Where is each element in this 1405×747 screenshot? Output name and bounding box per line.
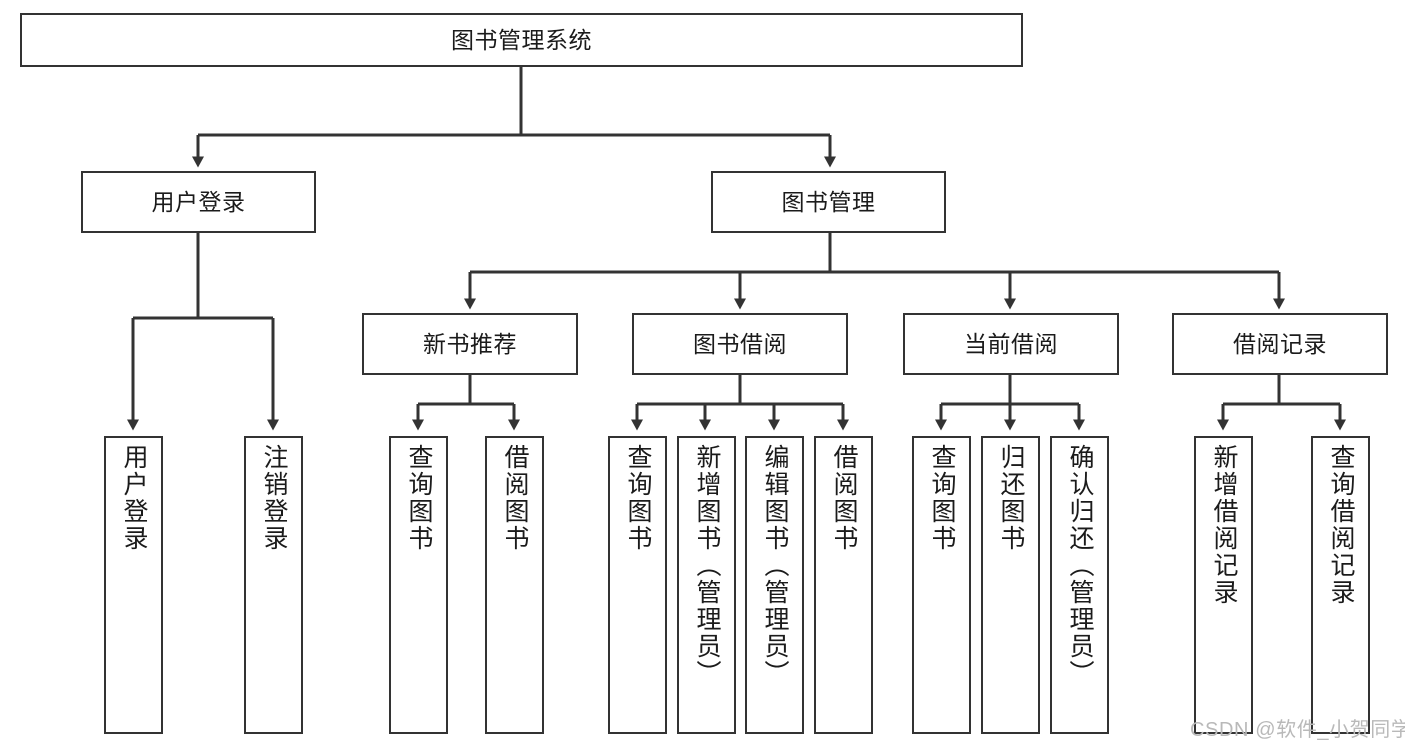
leaf-book-borrow-query-book[interactable]: 查询图书 [608,436,667,734]
node-user-login[interactable]: 用户登录 [81,171,316,233]
node-label: 新书推荐 [423,330,517,357]
leaf-book-borrow-borrow-book[interactable]: 借阅图书 [814,436,873,734]
node-label: 新增图书（管理员） [693,444,721,687]
leaf-user-login-logout[interactable]: 注销登录 [244,436,303,734]
node-root-book-management-system[interactable]: 图书管理系统 [20,13,1023,67]
leaf-current-borrow-confirm-return-admin[interactable]: 确认归还（管理员） [1050,436,1109,734]
node-label: 用户登录 [120,444,148,552]
node-label: 借阅图书 [501,444,529,552]
node-label: 图书管理系统 [451,26,592,53]
node-label: 图书管理 [781,188,876,215]
node-label: 确认归还（管理员） [1066,444,1094,687]
leaf-current-borrow-return-book[interactable]: 归还图书 [981,436,1040,734]
node-label: 借阅图书 [830,444,858,552]
node-label: 图书借阅 [693,330,787,357]
node-current-borrow[interactable]: 当前借阅 [903,313,1119,375]
leaf-current-borrow-query-book[interactable]: 查询图书 [912,436,971,734]
node-label: 用户登录 [151,188,246,215]
node-borrow-record[interactable]: 借阅记录 [1172,313,1388,375]
node-label: 编辑图书（管理员） [761,444,789,687]
node-label: 查询图书 [405,444,433,552]
node-label: 归还图书 [997,444,1025,552]
node-label: 查询图书 [928,444,956,552]
node-label: 查询图书 [624,444,652,552]
node-label: 借阅记录 [1233,330,1327,357]
leaf-book-borrow-edit-book-admin[interactable]: 编辑图书（管理员） [745,436,804,734]
leaf-user-login-login[interactable]: 用户登录 [104,436,163,734]
node-book-management[interactable]: 图书管理 [711,171,946,233]
node-book-borrow[interactable]: 图书借阅 [632,313,848,375]
csdn-watermark: CSDN @软件_小贺同学 [1190,719,1405,741]
leaf-borrow-record-query-record[interactable]: 查询借阅记录 [1311,436,1370,734]
leaf-borrow-record-add-record[interactable]: 新增借阅记录 [1194,436,1253,734]
node-label: 当前借阅 [964,330,1058,357]
node-label: 注销登录 [260,444,288,552]
leaf-book-borrow-add-book-admin[interactable]: 新增图书（管理员） [677,436,736,734]
leaf-new-book-query-book[interactable]: 查询图书 [389,436,448,734]
node-label: 新增借阅记录 [1210,444,1238,606]
leaf-new-book-borrow-book[interactable]: 借阅图书 [485,436,544,734]
node-label: 查询借阅记录 [1327,444,1355,606]
node-new-book-recommend[interactable]: 新书推荐 [362,313,578,375]
